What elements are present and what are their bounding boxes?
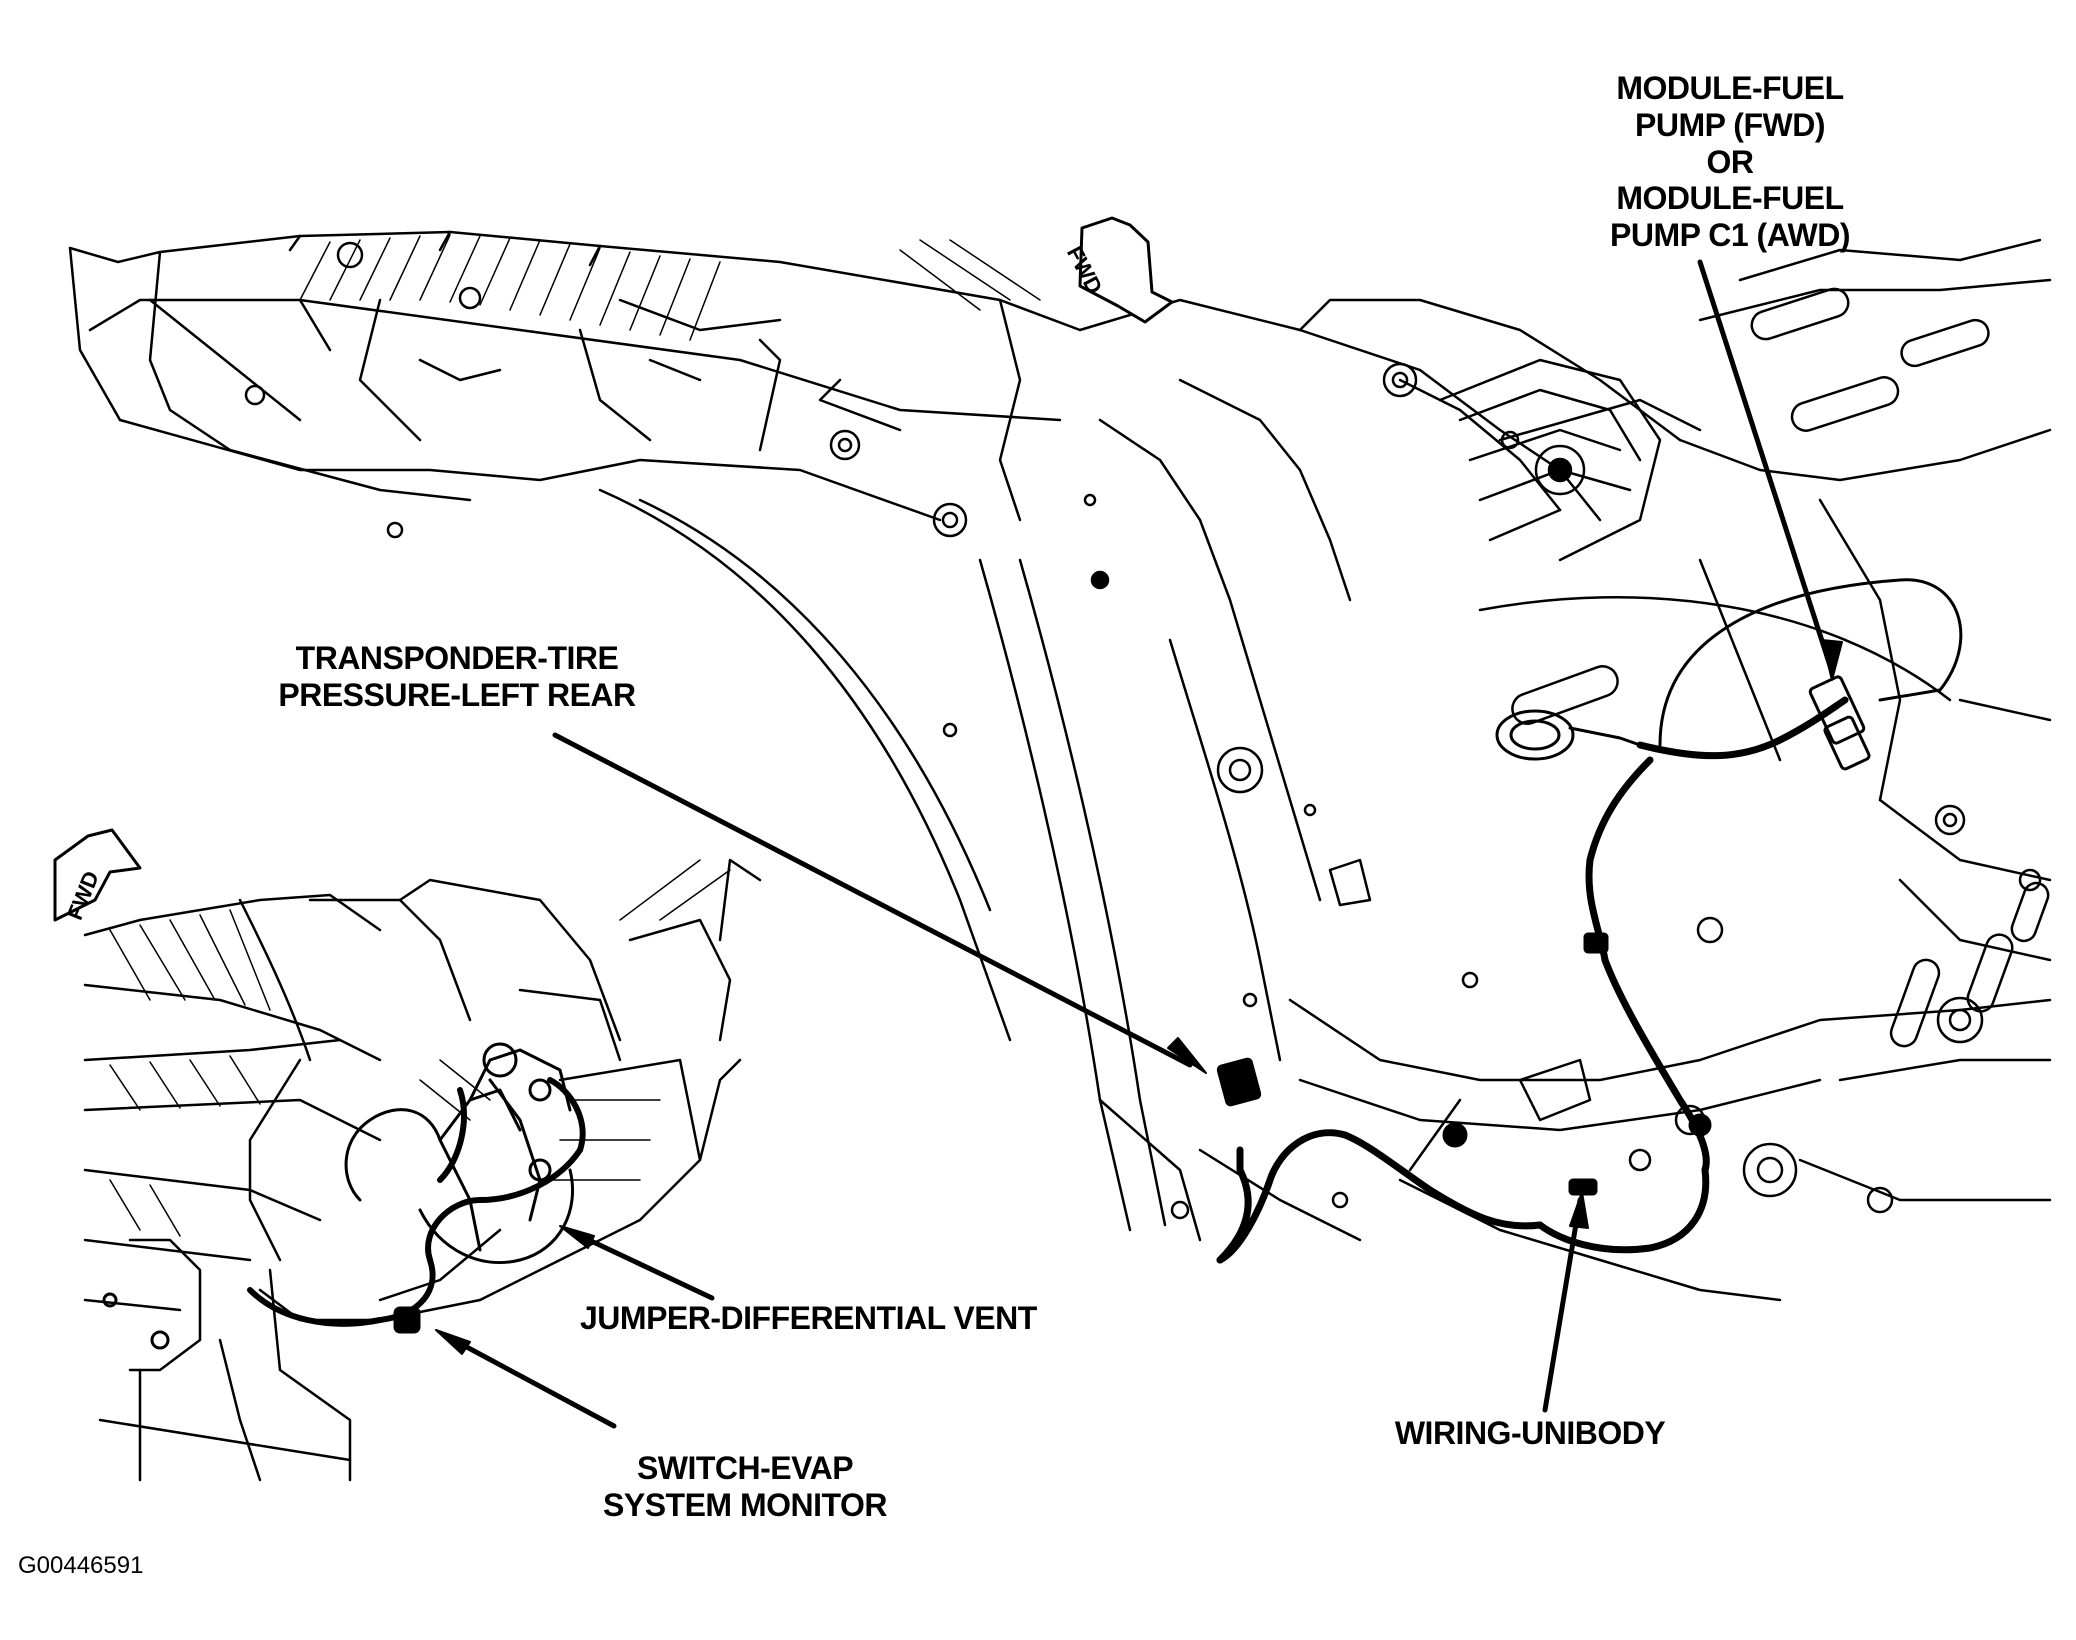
fwd-arrow-main xyxy=(1078,216,1174,324)
wheel-well-arch xyxy=(598,488,1202,1242)
inset-vent-hose xyxy=(247,1077,586,1327)
fwd-arrow-inset xyxy=(53,828,142,922)
harness-clips xyxy=(1442,932,1712,1196)
label-tire-pressure-transponder: TRANSPONDER-TIRE PRESSURE-LEFT REAR xyxy=(278,640,636,713)
label-fuel-pump-module: MODULE-FUEL PUMP (FWD) OR MODULE-FUEL PU… xyxy=(1609,70,1851,254)
wiring-harness xyxy=(1216,696,1849,1264)
main-bolt-holes xyxy=(244,241,2042,1220)
inset-differential-housing xyxy=(102,1042,575,1350)
harness-thin-branch xyxy=(1658,578,1963,747)
leader-lines xyxy=(435,259,1843,1429)
label-evap-switch: SWITCH-EVAP SYSTEM MONITOR xyxy=(603,1450,887,1523)
harness-bracket xyxy=(1328,858,1592,1172)
label-wiring-unibody: WIRING-UNIBODY xyxy=(1394,1415,1666,1451)
inset-evap-switch xyxy=(393,1306,421,1334)
figure-id: G00446591 xyxy=(18,1552,144,1579)
inset-hatching xyxy=(109,859,731,1237)
inset-axle-assembly xyxy=(83,858,762,1482)
label-differential-vent: JUMPER-DIFFERENTIAL VENT xyxy=(580,1300,1037,1336)
fuel-tank-tub xyxy=(1438,358,1952,702)
tire-pressure-transponder xyxy=(1216,1057,1262,1107)
upper-panel-hatching xyxy=(299,234,1041,341)
frame-rail-upper xyxy=(68,230,1082,522)
floor-slots xyxy=(1511,287,2050,1048)
floor-pan-structure xyxy=(1078,238,2052,1302)
